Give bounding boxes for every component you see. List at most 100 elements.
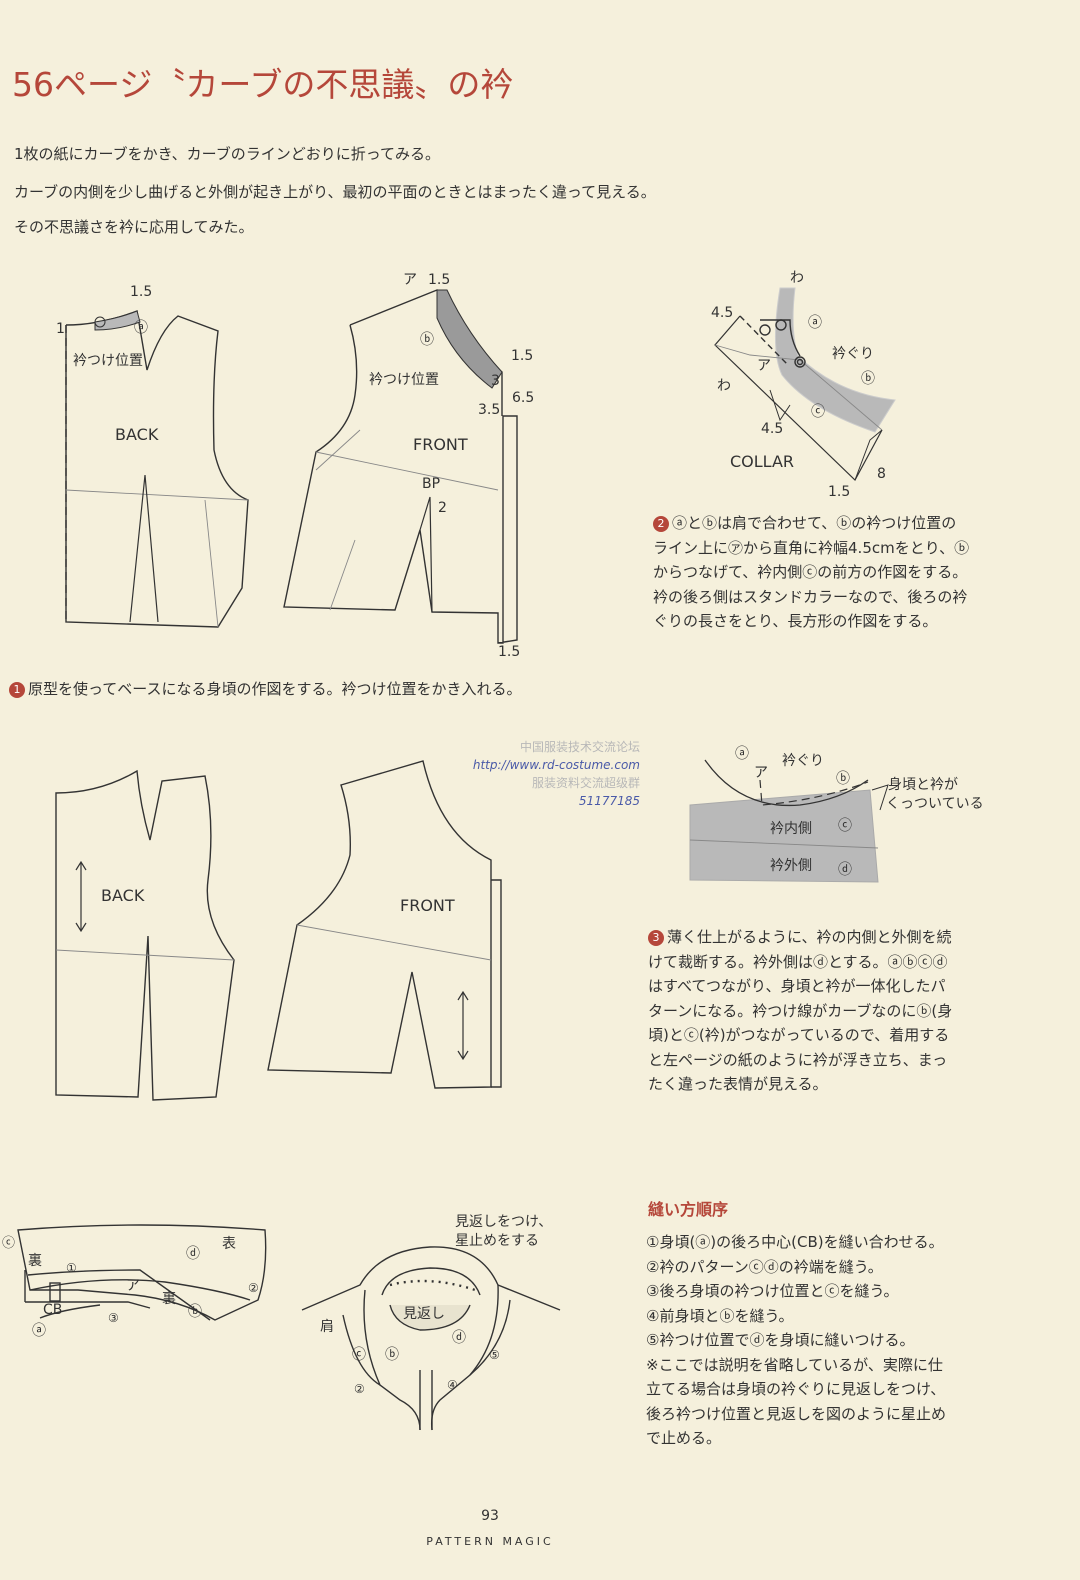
sewing-step-5: ⑤衿つけ位置でⓓを身頃に縫いつける。 — [646, 1331, 915, 1349]
sewing-step-2: ②衿のパターンⓒⓓの衿端を縫う。 — [646, 1257, 883, 1276]
label-b-sew: ⓑ — [188, 1304, 202, 1320]
label-m1-5-front-top: 1.5 — [428, 272, 450, 288]
step-3-line-2: けて裁断する。衿外側はⓓとする。ⓐⓑⓒⓓ — [648, 952, 948, 971]
label-b-facing: ⓑ — [385, 1347, 399, 1363]
sewing-order-title: 縫い方順序 — [648, 1200, 729, 1219]
label-d-facing: ⓓ — [452, 1330, 466, 1346]
step-3-line-5: 頃)とⓒ(衿)がつながっているので、着用する — [648, 1026, 950, 1044]
step-3-number: 3 — [648, 930, 664, 946]
step-1-text: 原型を使ってベースになる身頃の作図をする。衿つけ位置をかき入れる。 — [28, 680, 522, 698]
footer-book-title: PATTERN MAGIC — [426, 1535, 554, 1548]
step-2-line-4: 衿の後ろ側はスタンドカラーなので、後ろの衿 — [653, 587, 968, 606]
label-n1-sew: ① — [66, 1261, 77, 1275]
label-attached-1: 身頃と衿が — [888, 777, 958, 793]
sewing-order-list: ①身頃(ⓐ)の後ろ中心(CB)を縫い合わせる。 ②衿のパターンⓒⓓの衿端を縫う。… — [646, 1230, 996, 1451]
back-neck-shading — [94, 310, 141, 331]
label-m3-5: 3.5 — [478, 402, 500, 418]
step-3-line-4: ターンになる。衿つけ線がカーブなのにⓑ(身 — [648, 1001, 953, 1020]
label-bp: BP — [422, 476, 440, 492]
label-shoulder: 肩 — [320, 1319, 334, 1335]
facing-sewing-sample — [301, 1246, 561, 1431]
page-title: 56ページ〝カーブの不思議〟の衿 — [12, 65, 514, 104]
label-neckline-collar: 衿ぐり — [832, 346, 874, 362]
label-outer-collar: 衿外側 — [770, 858, 812, 874]
label-c-sew: ⓒ — [2, 1236, 15, 1251]
intro-line-2: カーブの内側を少し曲げると外側が起き上がり、最初の平面のときとはまったく違って見… — [14, 183, 656, 201]
label-c-flat: ⓒ — [838, 818, 852, 834]
label-collar-pos-front: 衿つけ位置 — [369, 372, 439, 388]
label-ura-1: 裏 — [28, 1252, 42, 1269]
label-collar: COLLAR — [730, 452, 794, 471]
watermark-line-2: http://www.rd-costume.com — [472, 758, 640, 772]
sewing-note-3: 後ろ衿つけ位置と見返しを図のように星止め — [646, 1404, 947, 1423]
label-a-collar: ⓐ — [808, 315, 822, 331]
step-3-line-6: と左ページの紙のように衿が浮き立ち、まっ — [648, 1050, 948, 1069]
label-n5-facing: ⑤ — [489, 1348, 500, 1362]
step-2-line-1: ⓐとⓑは肩で合わせて、ⓑの衿つけ位置の — [672, 514, 957, 532]
label-b-flat: ⓑ — [836, 771, 850, 787]
label-m4-5-top: 4.5 — [711, 305, 733, 321]
label-d-sew: ⓓ — [186, 1246, 200, 1262]
step-3-line-3: はすべてつながり、身頃と衿が一体化したパ — [648, 977, 946, 995]
label-front-2: FRONT — [400, 896, 455, 915]
label-kata-front: ア — [403, 272, 417, 288]
intro-line-3: その不思議さを衿に応用してみた。 — [14, 218, 254, 236]
label-n3-sew: ③ — [108, 1311, 119, 1325]
label-collar-pos-back: 衿つけ位置 — [73, 353, 143, 369]
back-bodice-final — [55, 769, 235, 1101]
intro-line-1: 1枚の紙にカーブをかき、カーブのラインどおりに折ってみる。 — [14, 145, 440, 163]
collar-draft — [714, 287, 896, 481]
step-2-line-5: ぐりの長さをとり、長方形の作図をする。 — [653, 612, 938, 630]
label-m2: 2 — [438, 500, 447, 516]
label-back-2: BACK — [101, 886, 145, 905]
label-b-front: ⓑ — [420, 332, 434, 348]
label-d-flat: ⓓ — [838, 862, 852, 878]
label-m1-5-front-bottom: 1.5 — [498, 644, 520, 660]
label-facing: 見返し — [403, 1306, 445, 1322]
label-a-back: ⓐ — [134, 320, 148, 336]
label-kata-flat: ア — [754, 765, 768, 781]
label-m1-5-collar: 1.5 — [828, 484, 850, 500]
label-n2-sew: ② — [248, 1281, 259, 1295]
label-ura-2: 裏 — [162, 1290, 176, 1307]
label-n4-facing: ④ — [447, 1378, 458, 1392]
sewing-step-4: ④前身頃とⓑを縫う。 — [646, 1306, 794, 1325]
label-cb: CB — [43, 1302, 62, 1318]
label-omote: 表 — [222, 1236, 236, 1252]
label-attached-2: くっついている — [886, 796, 984, 812]
label-kata-collar: ア — [757, 358, 771, 374]
label-m1-5-front-right: 1.5 — [511, 348, 533, 364]
label-neckline-flat: 衿ぐり — [782, 753, 824, 769]
label-m6-5: 6.5 — [512, 390, 534, 406]
sewing-note-2: 立てる場合は身頃の衿ぐりに見返しをつけ、 — [646, 1380, 946, 1398]
sewing-note-4: で止める。 — [646, 1429, 722, 1447]
label-inner-collar: 衿内側 — [770, 821, 812, 837]
label-c-collar: ⓒ — [811, 404, 825, 420]
label-b-collar: ⓑ — [861, 371, 875, 387]
step-3-line-7: たく違った表情が見える。 — [648, 1075, 828, 1093]
front-neck-shading — [436, 289, 503, 389]
collar-sewing-sample — [17, 1224, 267, 1321]
label-front-1: FRONT — [413, 435, 468, 454]
step-3-line-1: 薄く仕上がるように、衿の内側と外側を続 — [667, 928, 952, 946]
collar-flat-pattern — [689, 759, 889, 883]
label-kata-sew: ア — [126, 1278, 140, 1294]
label-n2-facing: ② — [354, 1382, 365, 1396]
label-a-sew: ⓐ — [32, 1323, 46, 1339]
label-m3: 3 — [491, 373, 500, 389]
label-facing-note-2: 星止めをする — [455, 1233, 539, 1249]
label-facing-note-1: 見返しをつけ、 — [455, 1214, 552, 1230]
sewing-note-1: ※ここでは説明を省略しているが、実際に仕 — [646, 1355, 943, 1374]
front-bodice-final — [267, 760, 502, 1089]
label-wa-left: わ — [717, 378, 731, 394]
label-wa-top: わ — [790, 270, 804, 286]
label-m1-back: 1 — [56, 321, 65, 337]
step-1-number: 1 — [9, 682, 25, 698]
step-2-line-3: からつなげて、衿内側ⓒの前方の作図をする。 — [653, 563, 968, 581]
watermark: 中国服装技术交流论坛 http://www.rd-costume.com 服装资… — [420, 738, 640, 810]
sewing-step-1: ①身頃(ⓐ)の後ろ中心(CB)を縫い合わせる。 — [646, 1233, 944, 1251]
